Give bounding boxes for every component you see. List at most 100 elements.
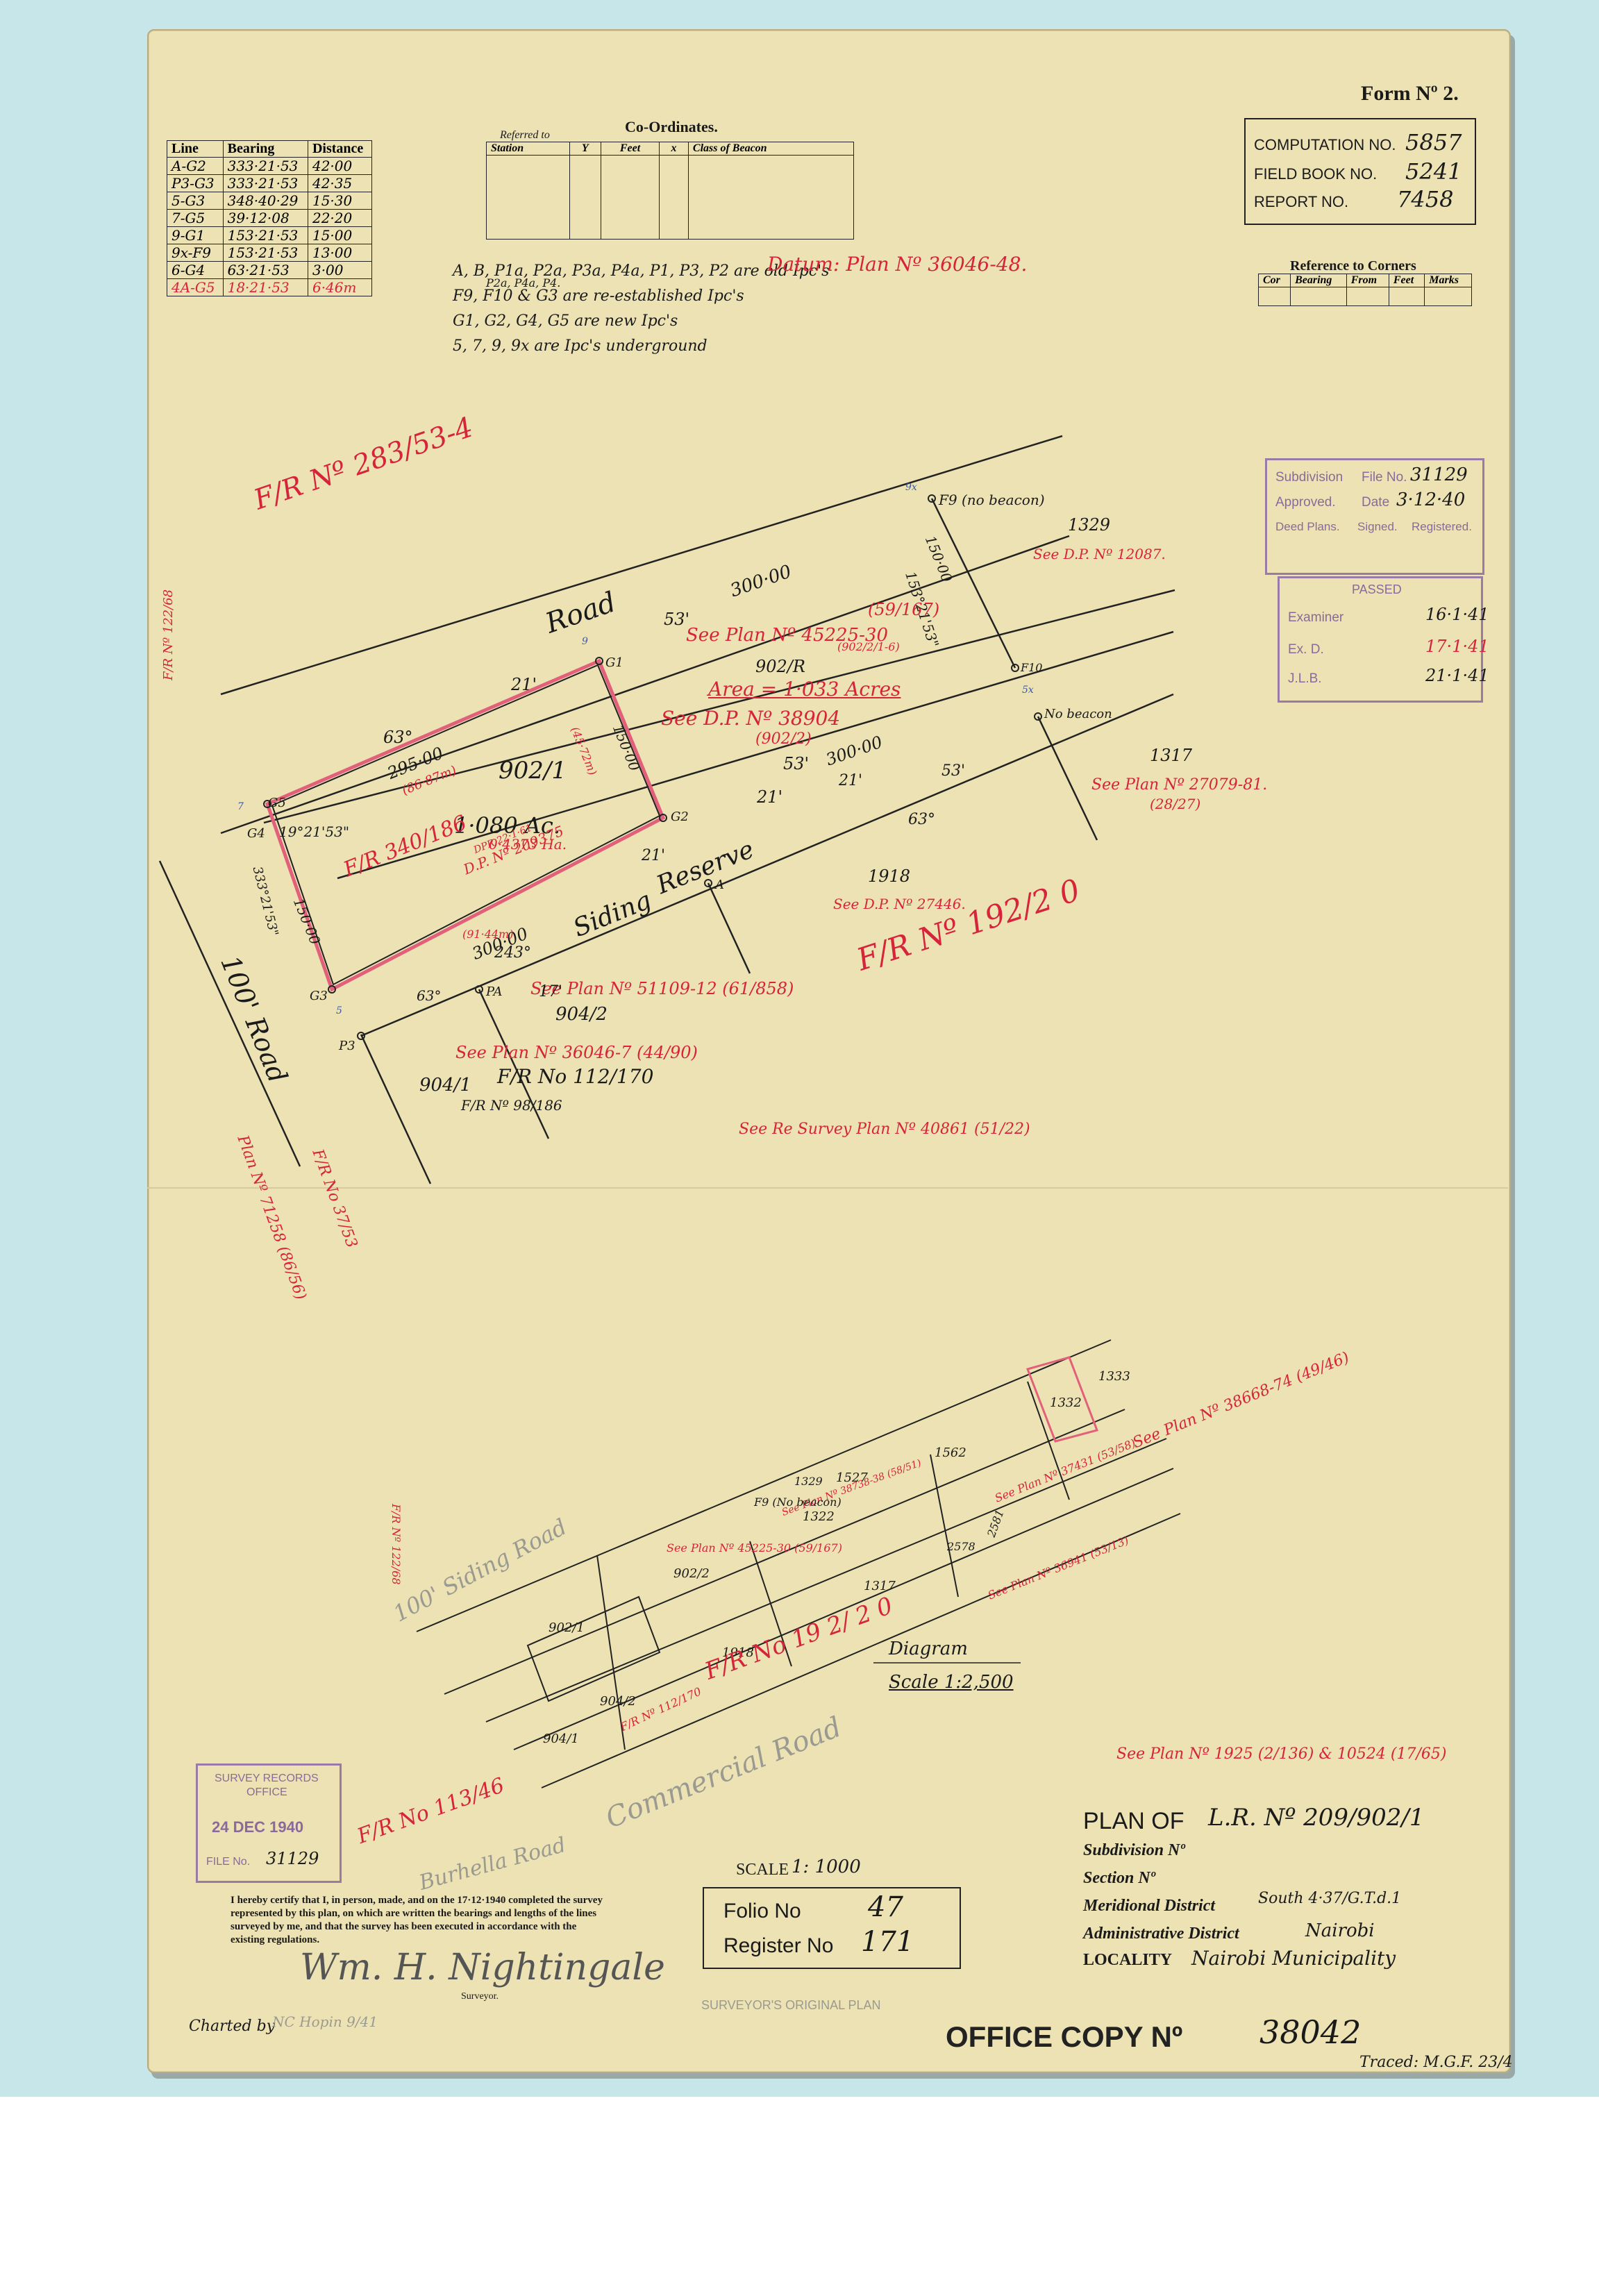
report-value: 7458	[1397, 186, 1454, 212]
field-book-label: FIELD BOOK NO.	[1254, 165, 1378, 183]
bearing-21-north: 21'	[511, 675, 537, 694]
scale-label: SCALE	[736, 1861, 789, 1879]
fold-line	[147, 1187, 1508, 1189]
road-100-edge	[158, 860, 301, 1167]
bearing-17: 17'	[539, 983, 563, 1000]
bearing-53-east: 53'	[941, 762, 966, 780]
meridional-value: South 4·37/G.T.d.1	[1258, 1890, 1402, 1907]
metric-91-44: (91·44m)	[462, 928, 514, 941]
passed-jlb-date: 21·1·41	[1425, 666, 1489, 685]
label-9: 9	[582, 636, 588, 647]
label-g4: G4	[247, 826, 265, 841]
beacon-g1	[595, 657, 603, 665]
diagram-p2578: 2578	[947, 1540, 976, 1553]
beacon-g5	[263, 800, 271, 808]
locality-value: Nairobi Municipality	[1191, 1947, 1396, 1970]
road-edge-north	[220, 435, 1063, 696]
diagram-p1332: 1332	[1050, 1396, 1082, 1410]
diagram-p904-2: 904/2	[600, 1694, 636, 1709]
road-edge-middle	[220, 535, 1070, 835]
section-no-label: Section Nº	[1083, 1869, 1155, 1887]
parcel-902-1-boundary	[265, 658, 666, 992]
plan-sheet	[147, 29, 1511, 2073]
passed-exd: Ex. D.	[1288, 642, 1324, 657]
area-1033-label: Area = 1·033 Acres	[708, 678, 901, 701]
plan-27079-ref: (28/27)	[1150, 796, 1201, 812]
parcel-904-2-label: 904/2	[555, 1004, 608, 1025]
plan-45225-label: See Plan Nº 45225-30	[686, 625, 888, 646]
stamp-subdivision: Subdivision	[1275, 470, 1343, 485]
f9-line	[263, 589, 1175, 824]
diagram-p902-1: 902/1	[549, 1620, 585, 1635]
diagram-p902-2: 902/2	[673, 1566, 710, 1581]
dp-38904-sub: (902/2)	[755, 730, 812, 748]
diagram-title: Diagram	[889, 1639, 968, 1659]
plan-of-label: PLAN OF	[1083, 1808, 1184, 1834]
label-5x: 5x	[1022, 685, 1034, 696]
siding-reserve-north	[337, 630, 1174, 880]
bearing-53-middle: 53'	[783, 754, 810, 773]
resurvey-label: See Re Survey Plan Nº 40861 (51/22)	[739, 1121, 1030, 1138]
beacon-line-a	[707, 882, 751, 974]
label-g2: G2	[671, 810, 689, 824]
coordinates-title: Co-Ordinates.	[625, 118, 718, 135]
diagram-p1333: 1333	[1098, 1369, 1130, 1384]
beacon-note-2: P2a, P4a, P4.	[486, 276, 561, 290]
dp-27446-label: See D.P. Nº 27446.	[833, 896, 966, 912]
charted-by-label: Charted by	[189, 2018, 276, 2035]
bearing-21-east: 21'	[839, 772, 863, 789]
diagram-plan-1925: See Plan Nº 1925 (2/136) & 10524 (17/65)	[1116, 1745, 1447, 1763]
office-copy-label: OFFICE COPY Nº	[946, 2020, 1183, 2053]
folio-label: Folio No	[723, 1900, 801, 1922]
coordinates-table: Station Y Feet x Class of Beacon	[486, 142, 855, 240]
diagram-line-2	[444, 1409, 1125, 1695]
bearing-63-middle: 63°	[908, 811, 935, 828]
label-a: A	[715, 878, 724, 892]
bearing-21-middle: 21'	[757, 787, 783, 807]
dp-12087-label: See D.P. Nº 12087.	[1033, 546, 1166, 562]
bearing-21-south: 21'	[642, 847, 666, 864]
beacon-g2	[659, 814, 667, 822]
ref-header-marks: Marks	[1424, 274, 1472, 287]
fr-122-label: F/R Nº 122/68	[161, 589, 176, 680]
label-f10: F10	[1021, 661, 1043, 674]
stamp-approved: Approved.	[1275, 495, 1336, 510]
bearing-63-south: 63°	[417, 987, 442, 1004]
survey-records-file-label: FILE No.	[206, 1856, 251, 1868]
bearing-53-north: 53'	[664, 610, 690, 629]
passed-examiner: Examiner	[1288, 610, 1344, 625]
siding-reserve-south	[360, 693, 1174, 1037]
beacon-p3	[357, 1032, 365, 1040]
header-distance: Distance	[307, 140, 373, 158]
coord-header-class: Class of Beacon	[687, 142, 855, 156]
bearing-243: 243°	[494, 944, 531, 962]
beacon-note-4: G1, G2, G4, G5 are new Ipc's	[453, 312, 678, 330]
beacon-note-1: A, B, P1a, P2a, P3a, P4a, P1, P3, P2 are…	[453, 262, 830, 280]
header-bearing: Bearing	[222, 140, 308, 158]
bearing-table-header: Line Bearing Distance	[167, 140, 373, 158]
scale-value: 1: 1000	[792, 1857, 861, 1877]
beacon-line-p3	[360, 1034, 432, 1184]
bearing-63-north: 63°	[383, 728, 413, 747]
survey-records-stamp: SURVEY RECORDS OFFICE 24 DEC 1940 FILE N…	[196, 1763, 342, 1883]
register-value: 171	[861, 1926, 914, 1958]
label-7: 7	[237, 801, 244, 812]
surveyor-label: Surveyor.	[461, 1991, 499, 2002]
ref-header-cor: Cor	[1257, 274, 1291, 287]
passed-jlb: J.L.B.	[1288, 671, 1322, 686]
fr-112-label: F/R No 112/170	[497, 1065, 654, 1088]
diagram-p1317: 1317	[864, 1579, 896, 1593]
survey-records-line2: OFFICE	[246, 1786, 287, 1798]
beacon-note-3: F9, F10 & G3 are re-established Ipc's	[453, 287, 744, 305]
diagram-cross-4	[1027, 1381, 1070, 1500]
f9-no-beacon-label: F9 (no beacon)	[939, 492, 1045, 508]
plan-45225-ref: (59/167)	[868, 600, 940, 619]
datum-note: Datum: Plan Nº 36046-48.	[767, 253, 1028, 276]
locality-label: LOCALITY	[1083, 1951, 1173, 1969]
plan-of-value: L.R. Nº 209/902/1	[1208, 1804, 1425, 1832]
folio-register-box: Folio No 47 Register No 171	[703, 1887, 961, 1969]
diagram-cross-1	[596, 1555, 626, 1750]
